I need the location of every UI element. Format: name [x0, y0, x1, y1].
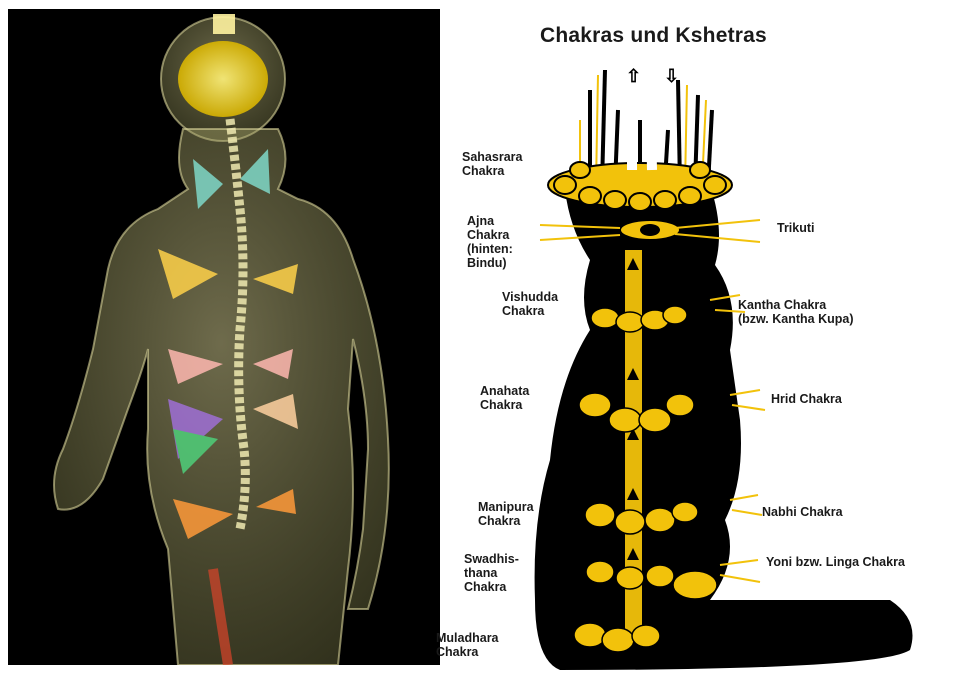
diagram-title: Chakras und Kshetras [540, 24, 767, 48]
label-nabhi: Nabhi Chakra [762, 505, 843, 519]
label-kantha: Kantha Chakra(bzw. Kantha Kupa) [738, 298, 854, 326]
up-arrow-icon: ⇧ [626, 66, 641, 86]
label-swadhisthana: Swadhis-thana Chakra [464, 552, 519, 594]
brain-glow [178, 41, 268, 117]
label-yoni: Yoni bzw. Linga Chakra [766, 555, 905, 569]
label-hrid: Hrid Chakra [771, 392, 842, 406]
ajna-eye [620, 220, 680, 240]
label-trikuti: Trikuti [777, 221, 815, 235]
seated-figure [535, 185, 913, 670]
translucent-body-illustration [8, 9, 440, 665]
chakra-diagram: ⇧ ⇩ [440, 0, 955, 675]
crown-light [213, 14, 235, 34]
down-arrow-icon: ⇩ [664, 66, 679, 86]
